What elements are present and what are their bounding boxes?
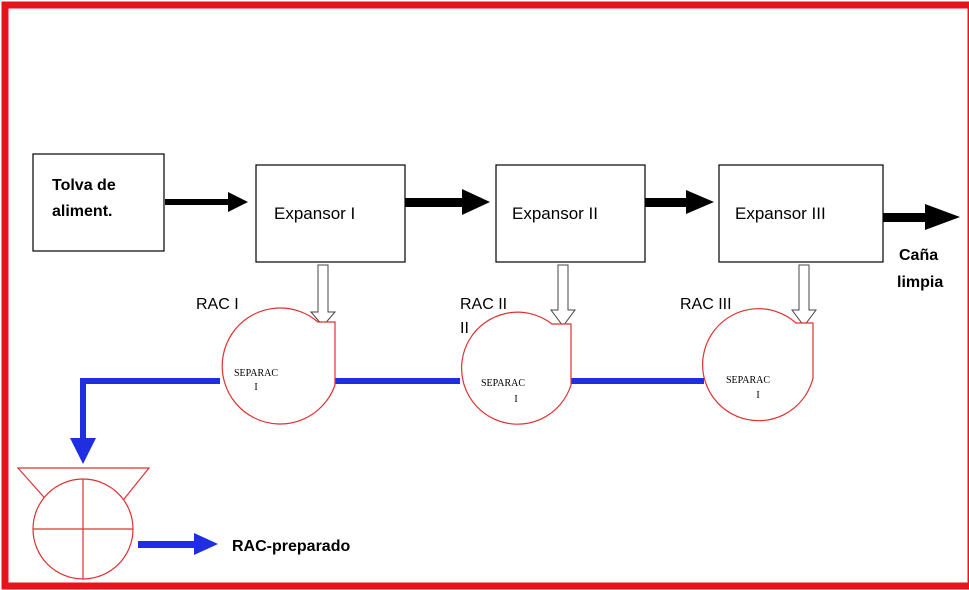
hopper-box <box>32 153 165 252</box>
arrow-hopper-to-expander-1 <box>165 192 248 212</box>
arrow-expander-2-to-3 <box>645 190 714 214</box>
rac-label-2-extra: II <box>460 320 469 337</box>
blue-flow-lines <box>70 378 704 464</box>
rac-label-1: RAC I <box>196 296 239 313</box>
separator-label-3b: I <box>756 390 759 401</box>
arrow-expander-1-to-2 <box>405 189 490 215</box>
product-label: RAC-preparado <box>232 538 350 555</box>
output-label-line2: limpia <box>897 274 943 291</box>
separator-label-1a: SEPARAC <box>234 368 278 379</box>
expander-label-3: Expansor III <box>735 204 826 223</box>
separator-1 <box>221 307 336 425</box>
down-arrow-2 <box>550 264 576 327</box>
separator-2 <box>461 311 572 425</box>
expander-label-1: Expansor I <box>274 204 355 223</box>
arrow-expander-3-to-output <box>883 204 960 230</box>
expander-box-2 <box>495 164 646 263</box>
rac-label-2: RAC II <box>460 296 507 313</box>
product-hopper <box>16 467 151 580</box>
separator-3 <box>702 308 814 422</box>
output-label-line1: Caña <box>899 247 938 264</box>
hopper-label-line2: aliment. <box>52 203 112 220</box>
down-arrow-3 <box>791 264 817 327</box>
expander-label-2: Expansor II <box>512 204 598 223</box>
separator-label-2b: I <box>514 394 517 405</box>
hopper-label-line1: Tolva de <box>52 177 116 194</box>
separator-label-1b: I <box>254 382 257 393</box>
separator-label-2a: SEPARAC <box>481 378 525 389</box>
separator-label-3a: SEPARAC <box>726 375 770 386</box>
expander-box-1 <box>255 164 406 263</box>
product-arrow <box>138 533 218 555</box>
rac-label-3: RAC III <box>680 296 732 313</box>
down-arrow-1 <box>309 264 337 327</box>
